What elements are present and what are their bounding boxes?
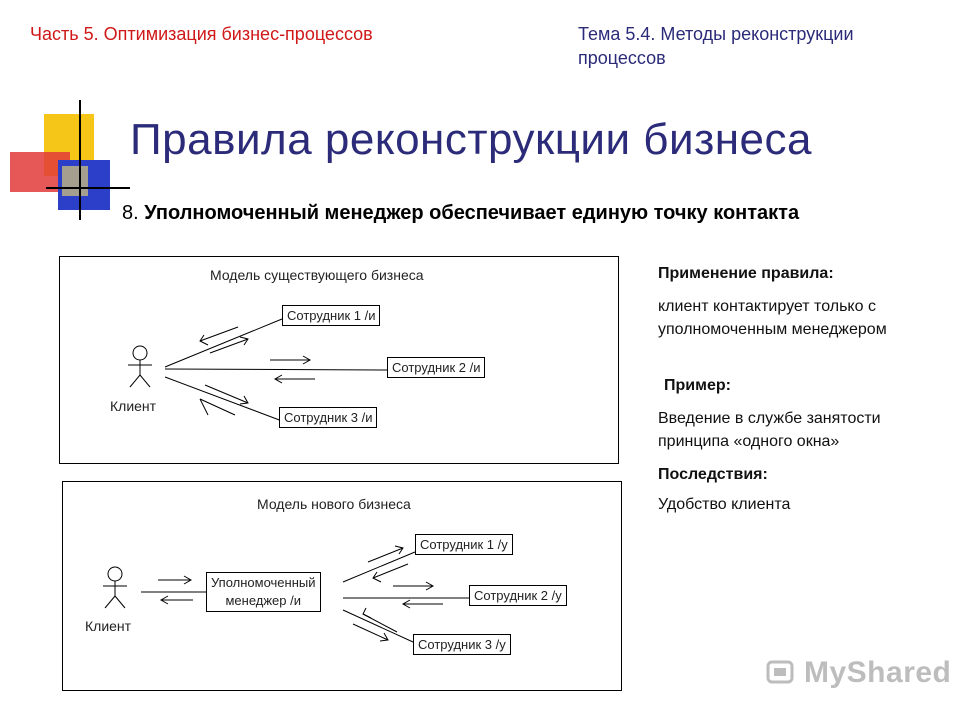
topic-header: Тема 5.4. Методы реконструкции процессов (578, 24, 854, 68)
existing-employee-1: Сотрудник 1 /и (282, 305, 381, 326)
rule-number: 8. (122, 202, 139, 224)
new-model-diagram (103, 545, 469, 643)
manager-label-line-2: менеджер /и (225, 593, 302, 608)
existing-client-label: Клиент (110, 398, 157, 414)
page-title: Правила реконструкции бизнеса (130, 115, 812, 164)
new-model-title: Модель нового бизнеса (257, 496, 411, 512)
application-heading: Применение правила: (658, 265, 834, 282)
rule-statement: 8. Уполномоченный менеджер обеспечивает … (122, 202, 799, 225)
new-employee-1: Сотрудник 1 /у (415, 534, 513, 555)
existing-employee-2: Сотрудник 2 /и (387, 357, 486, 378)
existing-model-title: Модель существующего бизнеса (210, 267, 424, 283)
new-client-label: Клиент (85, 618, 132, 634)
manager-label-line-1: Уполномоченный (211, 575, 316, 590)
new-employee-2: Сотрудник 2 /у (469, 585, 567, 606)
existing-employee-3: Сотрудник 3 /и (279, 407, 378, 428)
part-header: Часть 5. Оптимизация бизнес-процессов (30, 24, 373, 44)
watermark: MyShared (804, 656, 952, 689)
new-model-panel: Модель нового бизнеса Клиент Уполномочен… (62, 481, 622, 691)
example-text: Введение в службе занятости принципа «од… (658, 410, 881, 450)
application-text: клиент контактирует только с уполномочен… (658, 298, 887, 338)
consequences-heading: Последствия: (658, 466, 768, 483)
authorized-manager-box: Уполномоченный менеджер /и (206, 572, 321, 612)
watermark-logo-icon (766, 658, 798, 691)
rule-text: Уполномоченный менеджер обеспечивает еди… (144, 202, 800, 224)
new-employee-3: Сотрудник 3 /у (413, 634, 511, 655)
existing-model-panel: Модель существующего бизнеса Клиент Сотр… (59, 256, 619, 464)
decorative-squares (10, 100, 130, 220)
existing-model-diagram (128, 318, 389, 422)
consequences-text: Удобство клиента (658, 496, 791, 513)
example-heading: Пример: (664, 377, 731, 394)
